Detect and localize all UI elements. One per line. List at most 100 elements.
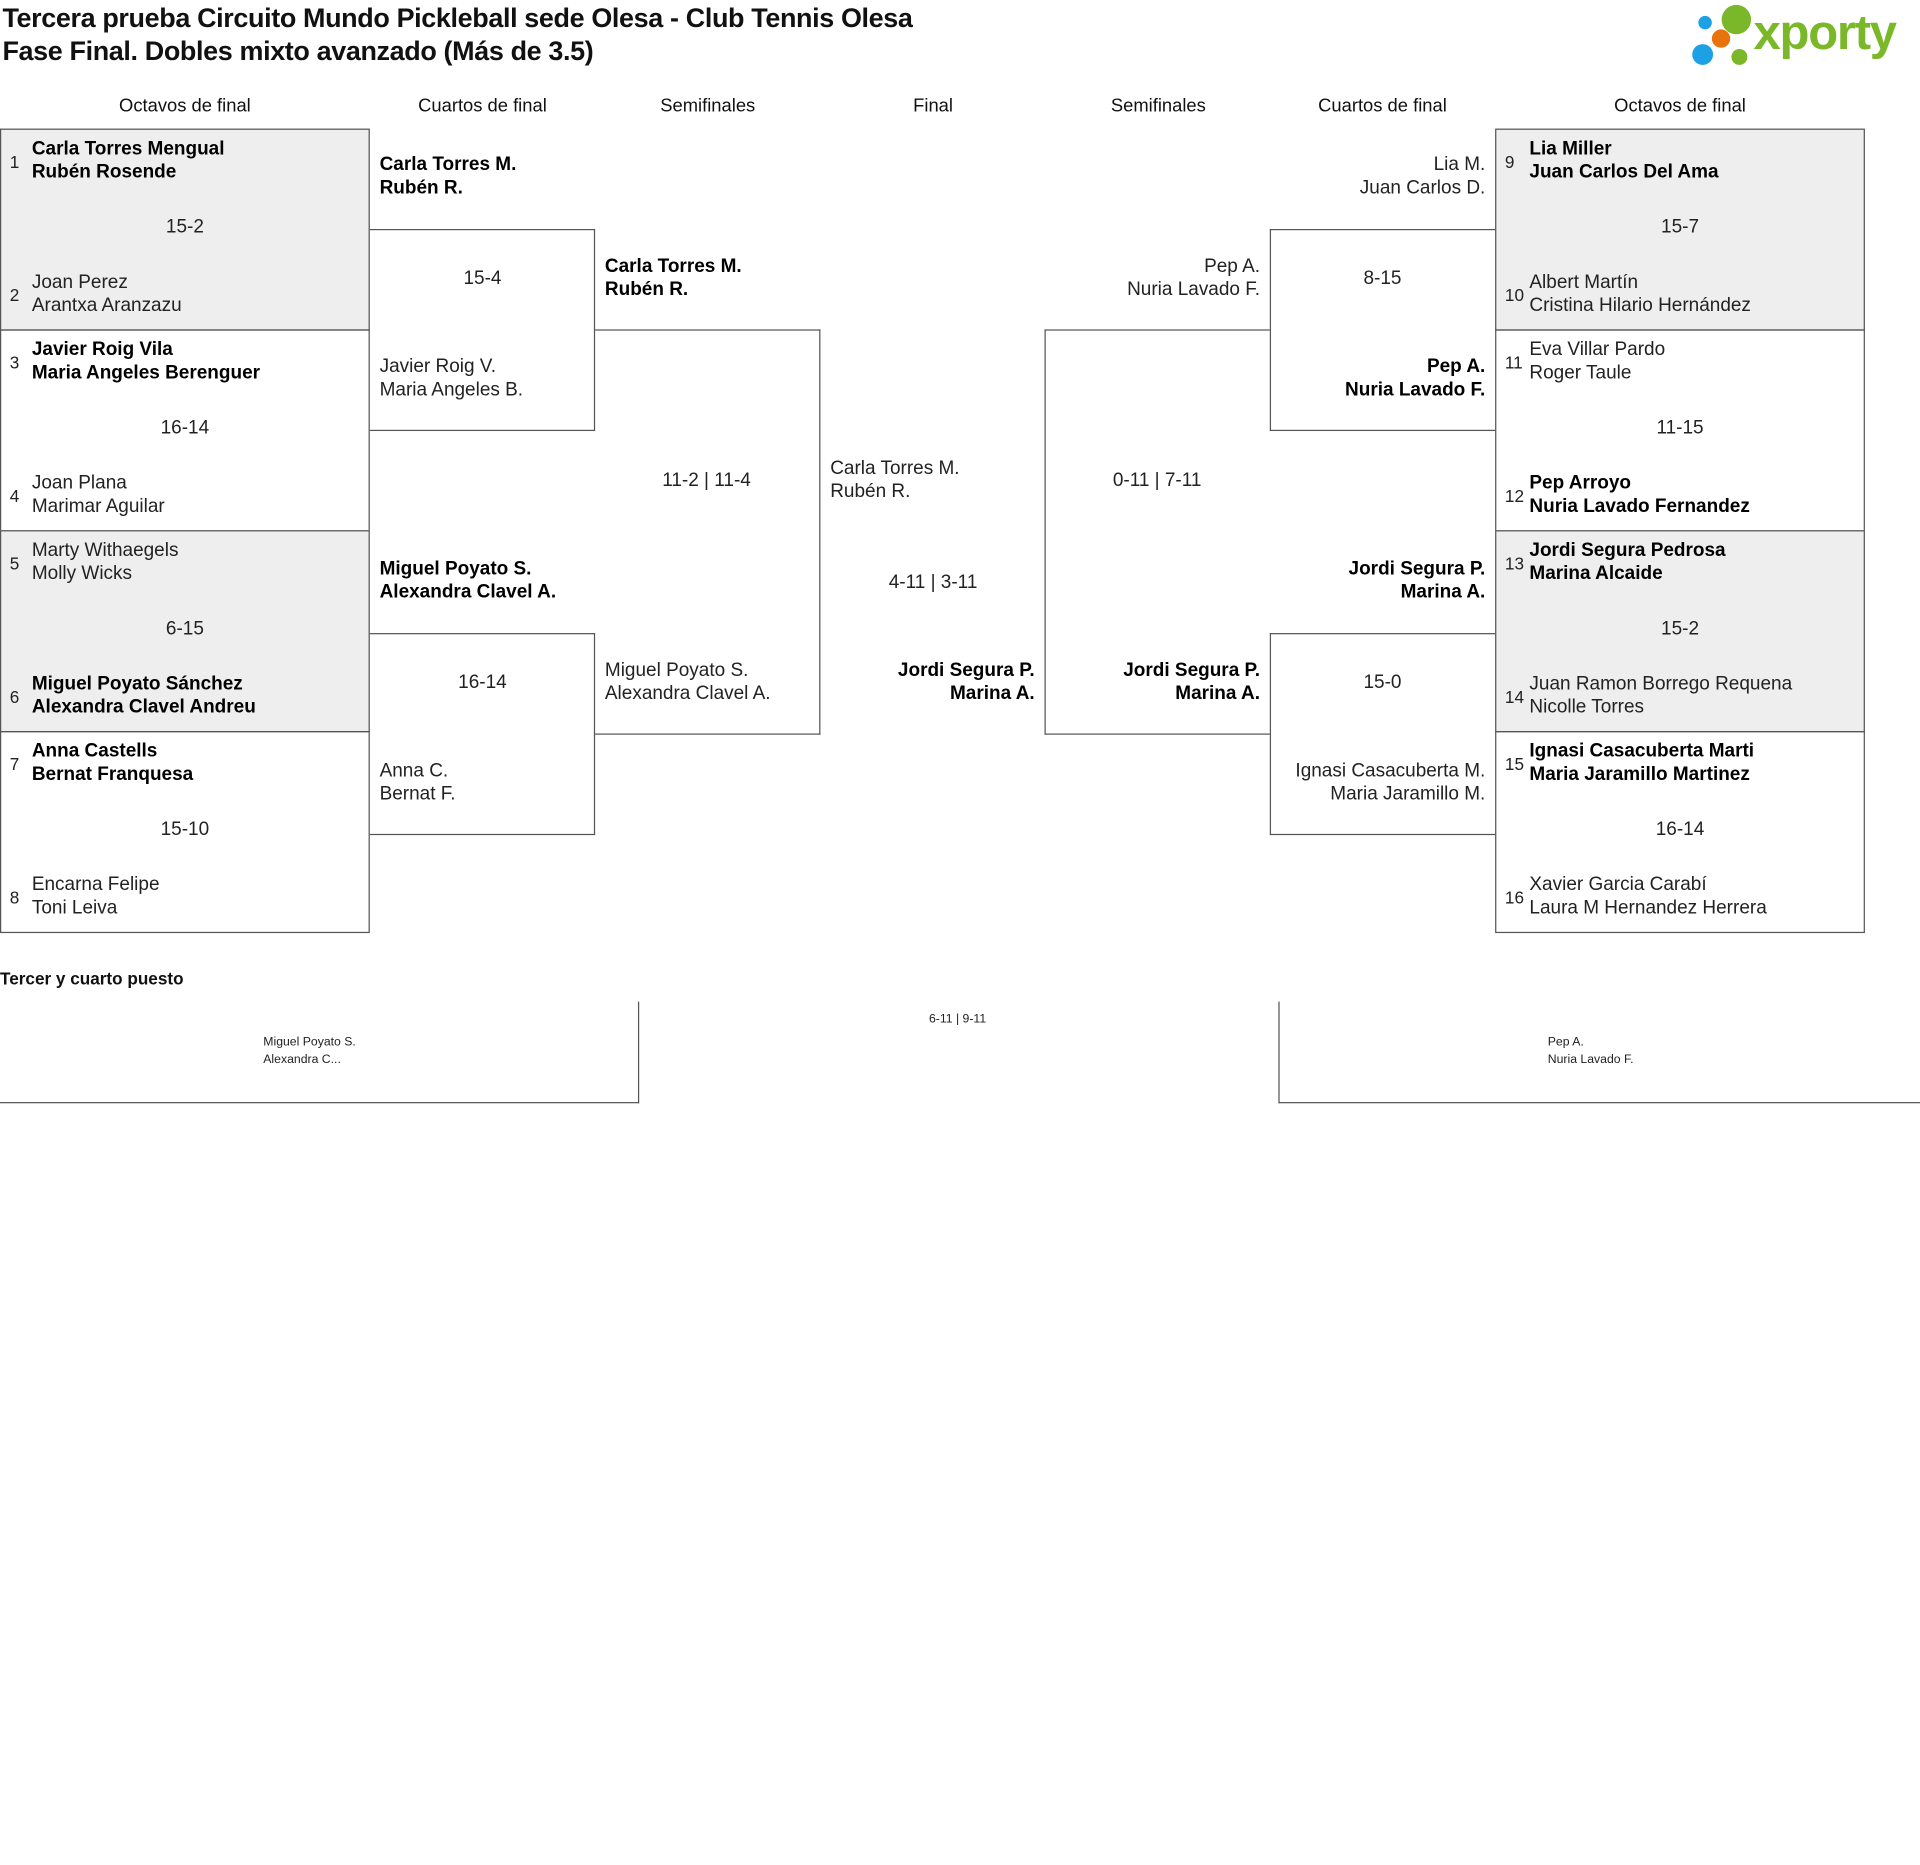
seed-number: 11 xyxy=(1504,352,1523,373)
team1-player-name: Lia Miller xyxy=(1529,138,1612,160)
team2-player-name: Nuria Lavado F. xyxy=(1345,379,1486,401)
third-place-team2-player: Nuria Lavado F. xyxy=(1547,1053,1634,1067)
team1-player-name: Marina Alcaide xyxy=(1529,563,1663,585)
match-score: 11-15 xyxy=(1656,417,1704,439)
logo-dot-icon xyxy=(1698,15,1712,30)
seed-number: 16 xyxy=(1504,887,1524,908)
team2-player-name: Joan Plana xyxy=(31,472,127,494)
team1-player-name: Carla Torres Mengual xyxy=(31,138,225,160)
team2-player-name: Laura M Hernandez Herrera xyxy=(1529,897,1767,919)
team1-player-name: Nuria Lavado F. xyxy=(1127,279,1261,301)
team2-player-name: Miguel Poyato S. xyxy=(604,660,749,681)
header-semis-right: Semifinales xyxy=(1110,95,1206,117)
phase-subtitle: Fase Final. Dobles mixto avanzado (Más d… xyxy=(2,35,594,67)
team2-player-name: Xavier Garcia Carabí xyxy=(1529,874,1707,896)
team2-player-name: Alexandra Clavel Andreu xyxy=(31,696,256,718)
match-score: 11-2 | 11-4 xyxy=(662,470,751,492)
team2-player-name: Ignasi Casacuberta M. xyxy=(1295,760,1486,782)
logo-text: xporty xyxy=(1753,6,1897,61)
team1-player-name: Jordi Segura P. xyxy=(1348,558,1486,580)
final-team1-player-name: Rubén R. xyxy=(830,481,911,503)
team1-player-name: Juan Carlos Del Ama xyxy=(1529,161,1719,183)
third-place-score: 6-11 | 9-11 xyxy=(928,1012,987,1027)
final-team2-player-name: Marina A. xyxy=(949,683,1035,705)
team2-player-name: Albert Martín xyxy=(1529,271,1639,293)
team2-player-name: Alexandra Clavel A. xyxy=(604,683,771,705)
team1-player-name: Alexandra Clavel A. xyxy=(379,581,557,603)
match-score: 15-2 xyxy=(1661,618,1700,640)
header-cuartos-right: Cuartos de final xyxy=(1318,95,1447,117)
team2-player-name: Maria Jaramillo M. xyxy=(1330,783,1486,805)
team1-player-name: Javier Roig Vila xyxy=(31,339,173,361)
third-place-team1-player: Alexandra C... xyxy=(263,1053,341,1067)
team1-player-name: Maria Angeles Berenguer xyxy=(31,362,261,384)
team1-player-name: Marina A. xyxy=(1400,581,1486,603)
seed-number: 8 xyxy=(9,887,20,908)
seed-number: 1 xyxy=(9,151,20,172)
seed-number: 5 xyxy=(9,553,20,574)
quarterfinal-match-box xyxy=(1269,228,1496,432)
seed-number: 9 xyxy=(1504,151,1515,172)
round-of-16-match-box xyxy=(0,731,370,934)
round-of-16-match-box xyxy=(1495,530,1865,733)
team1-player-name: Miguel Poyato S. xyxy=(379,558,532,580)
team2-player-name: Encarna Felipe xyxy=(31,874,160,896)
seed-number: 7 xyxy=(9,754,20,774)
seed-number: 3 xyxy=(9,352,20,373)
team1-player-name: Bernat Franquesa xyxy=(31,764,194,785)
team2-player-name: Jordi Segura P. xyxy=(1123,660,1261,681)
match-score: 15-7 xyxy=(1661,216,1700,238)
team2-player-name: Joan Perez xyxy=(31,271,128,293)
team2-player-name: Anna C. xyxy=(379,760,449,782)
tournament-title: Tercera prueba Circuito Mundo Pickleball… xyxy=(2,2,913,34)
team2-player-name: Pep Arroyo xyxy=(1529,472,1632,494)
seed-number: 6 xyxy=(9,686,20,707)
team1-player-name: Anna Castells xyxy=(31,740,158,762)
team1-player-name: Carla Torres M. xyxy=(379,154,517,176)
logo-dot-icon xyxy=(1731,48,1748,65)
seed-number: 12 xyxy=(1504,486,1524,506)
seed-number: 2 xyxy=(9,285,20,305)
header-final: Final xyxy=(913,95,953,117)
quarterfinal-match-box xyxy=(369,633,596,836)
seed-number: 10 xyxy=(1504,285,1524,305)
team1-player-name: Lia M. xyxy=(1433,154,1486,176)
match-score: 16-14 xyxy=(160,417,210,439)
team2-player-name: Pep A. xyxy=(1426,356,1486,378)
semifinal-match-box xyxy=(1044,329,1270,735)
team1-player-name: Marty Withaegels xyxy=(31,540,179,561)
team1-player-name: Rubén R. xyxy=(604,279,689,301)
team2-player-name: Nuria Lavado Fernandez xyxy=(1529,495,1750,517)
third-place-team2-player: Pep A. xyxy=(1547,1035,1584,1050)
team2-player-name: Bernat F. xyxy=(379,783,456,805)
match-score: 15-0 xyxy=(1363,672,1402,694)
seed-number: 4 xyxy=(9,486,20,506)
team2-player-name: Javier Roig V. xyxy=(379,356,496,378)
final-score: 4-11 | 3-11 xyxy=(888,571,978,593)
team1-player-name: Pep A. xyxy=(1204,255,1261,277)
team2-player-name: Miguel Poyato Sánchez xyxy=(31,673,243,695)
team2-player-name: Maria Angeles B. xyxy=(379,379,524,401)
round-of-16-match-box xyxy=(1495,128,1865,331)
team2-player-name: Marina A. xyxy=(1175,683,1261,705)
match-score: 15-2 xyxy=(165,216,204,238)
header-octavos-left: Octavos de final xyxy=(119,95,251,117)
match-score: 16-14 xyxy=(1655,819,1705,841)
header-cuartos-left: Cuartos de final xyxy=(418,95,547,117)
third-place-team1-box xyxy=(0,1001,640,1104)
team2-player-name: Juan Ramon Borrego Requena xyxy=(1529,673,1793,695)
final-team2-player-name: Jordi Segura P. xyxy=(897,660,1035,681)
seed-number: 15 xyxy=(1504,754,1524,774)
logo-dot-icon xyxy=(1711,29,1731,48)
xporty-logo: xporty xyxy=(1690,2,1917,69)
header-semis-left: Semifinales xyxy=(660,95,756,117)
team1-player-name: Ignasi Casacuberta Marti xyxy=(1529,740,1755,762)
third-place-team1-player: Miguel Poyato S. xyxy=(263,1035,356,1050)
match-score: 0-11 | 7-11 xyxy=(1112,470,1202,492)
team2-player-name: Cristina Hilario Hernández xyxy=(1529,295,1751,316)
third-place-team2-box xyxy=(1278,1001,1920,1104)
team1-player-name: Eva Villar Pardo xyxy=(1529,339,1666,361)
round-of-16-match-box xyxy=(0,530,370,733)
round-of-16-match-box xyxy=(1495,731,1865,934)
logo-dot-icon xyxy=(1721,4,1752,35)
